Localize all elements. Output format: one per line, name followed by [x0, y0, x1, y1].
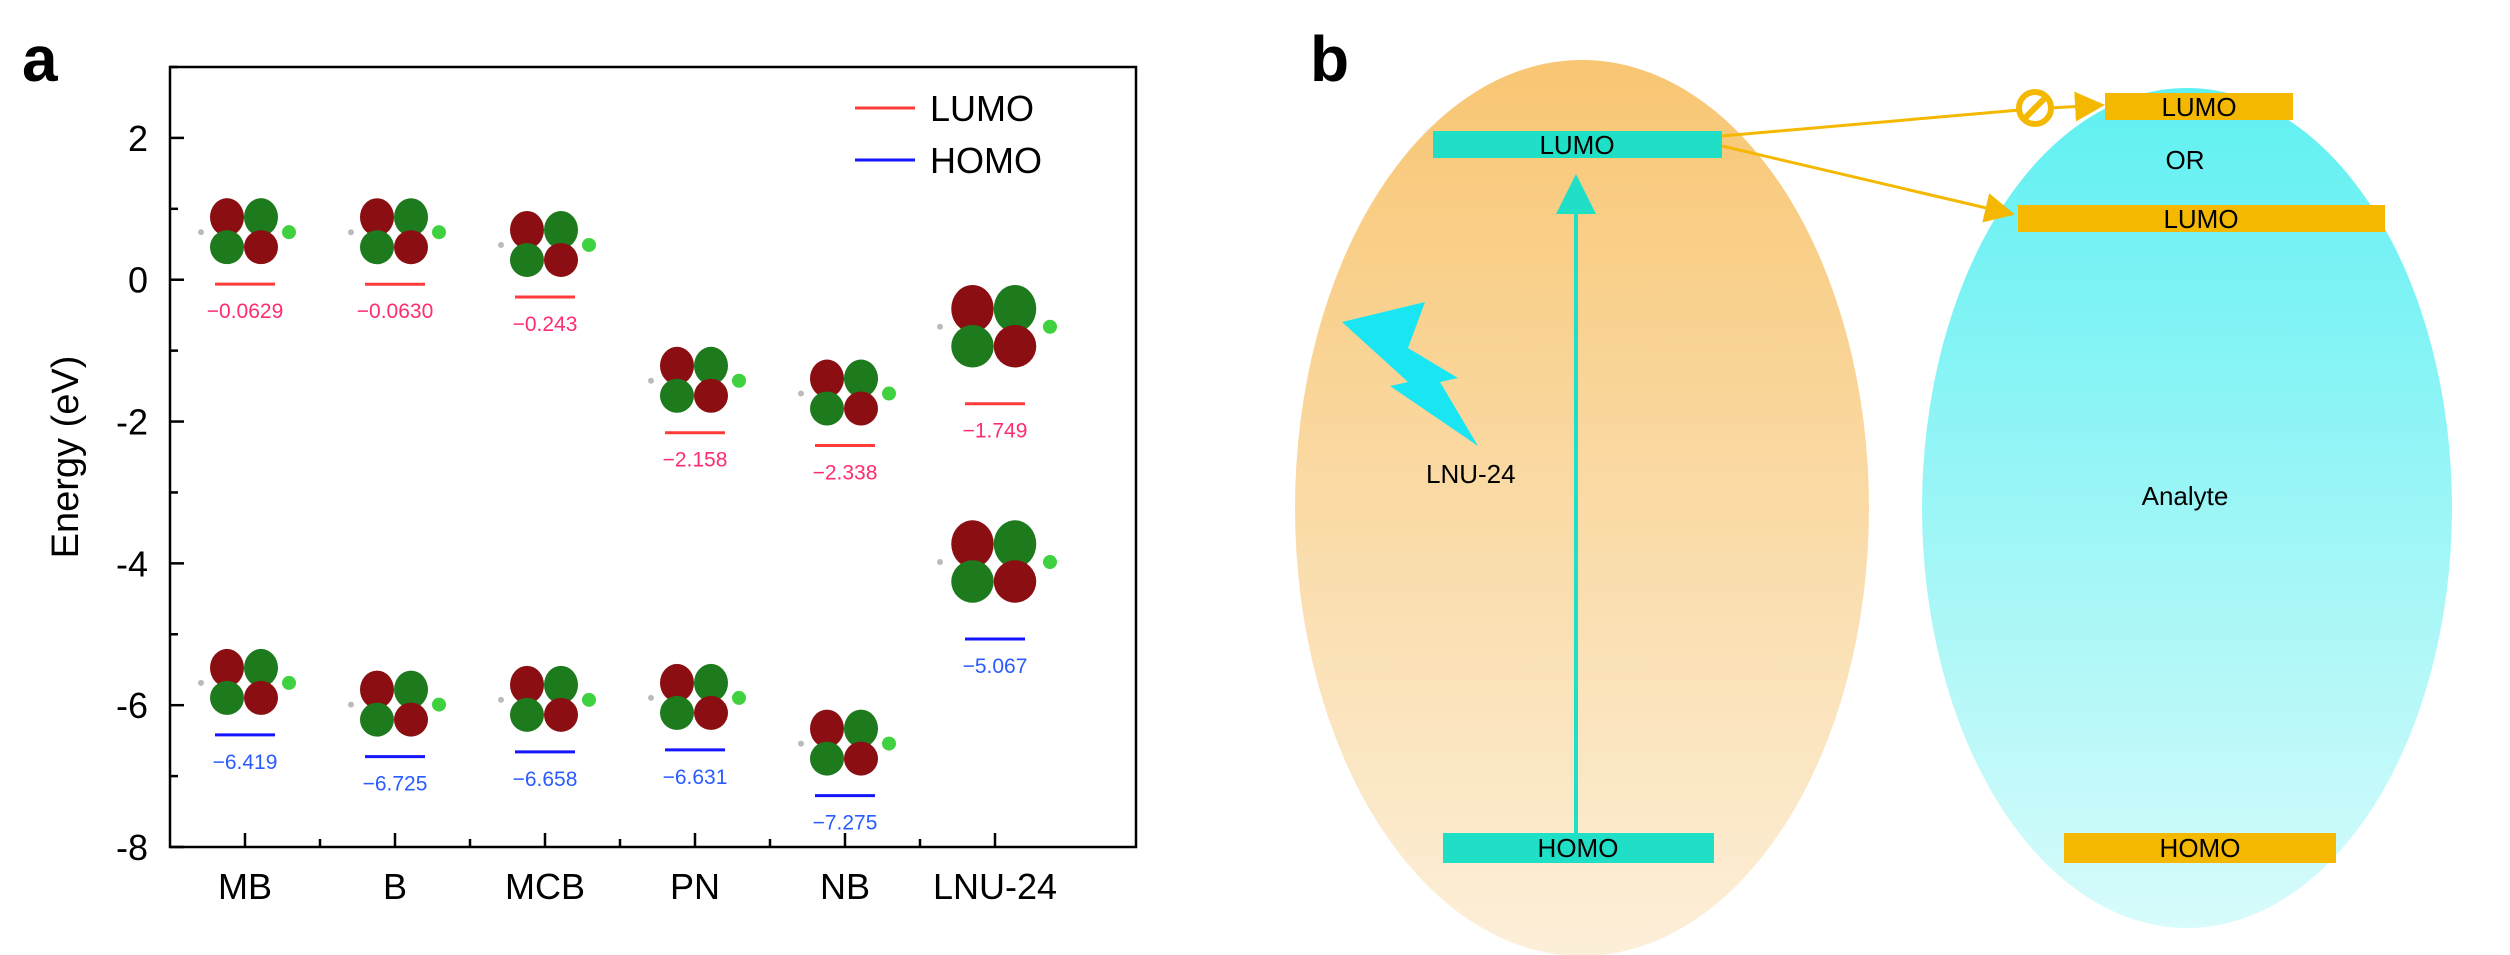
homo-value-label: −6.631 — [663, 766, 728, 789]
y-tick-label: -4 — [116, 543, 148, 584]
orbital-isosurface — [798, 709, 896, 776]
donor-homo-label: HOMO — [1538, 833, 1619, 863]
y-tick-label: -2 — [116, 402, 148, 443]
y-tick-label: -6 — [116, 685, 148, 726]
homo-value-label: −6.658 — [513, 768, 578, 791]
prohibited-icon — [2016, 89, 2054, 127]
analyte-lumo-lower-level — [2018, 205, 2385, 232]
x-tick-label: NB — [820, 866, 870, 907]
orbital-isosurface — [348, 670, 446, 737]
analyte-ellipse — [1922, 88, 2452, 928]
lumo-value-label: −0.243 — [513, 313, 578, 336]
y-tick-label: 0 — [128, 260, 148, 301]
panel-label-b: b — [1310, 23, 1350, 95]
analyte-lumo-upper-level — [2105, 93, 2293, 120]
x-tick-label: MB — [218, 866, 272, 907]
lumo-value-label: −0.0629 — [207, 300, 284, 323]
lumo-value-label: −2.338 — [813, 462, 878, 485]
donor-lumo-label: LUMO — [1539, 130, 1614, 160]
legend-homo-label: HOMO — [930, 140, 1042, 181]
x-tick-label: B — [383, 866, 407, 907]
blocked-transfer-arrowhead — [2049, 91, 2105, 122]
orbital-isosurface — [198, 198, 296, 265]
legend-lumo-label: LUMO — [930, 88, 1034, 129]
orbital-isosurface — [198, 648, 296, 715]
orbital-isosurface — [648, 346, 746, 413]
orbital-isosurface — [937, 520, 1057, 603]
analyte-homo-level — [2064, 833, 2336, 863]
y-tick-label: 2 — [128, 118, 148, 159]
donor-name-label: LNU-24 — [1426, 459, 1516, 489]
orbital-isosurface — [348, 198, 446, 265]
orbital-isosurface — [798, 359, 896, 426]
blocked-transfer-arrow — [1721, 108, 2021, 138]
allowed-transfer-arrow — [1721, 144, 2015, 223]
donor-lumo-level — [1433, 131, 1722, 158]
x-tick-label: LNU-24 — [933, 866, 1057, 907]
orbital-isosurface — [498, 210, 596, 277]
analyte-name-label: Analyte — [2142, 481, 2229, 511]
analyte-lumo-upper-label: LUMO — [2161, 92, 2236, 122]
energy-level-chart: 2 0 -2 -4 -6 -8 MB B MCB PN NB LNU-24 −0.0629 −0.06… — [45, 65, 1138, 907]
y-tick-label: -8 — [116, 827, 148, 868]
orbital-isosurface — [498, 665, 596, 732]
analyte-homo-label: HOMO — [2160, 833, 2241, 863]
panel-label-a: a — [22, 23, 58, 95]
donor-homo-level — [1443, 833, 1714, 863]
x-tick-label: PN — [670, 866, 720, 907]
electron-transfer-diagram: LUMO HOMO LNU-24 Analyte LUMO OR LUMO HO… — [1295, 60, 2452, 955]
analyte-lumo-lower-label: LUMO — [2163, 204, 2238, 234]
analyte-or-label: OR — [2166, 145, 2205, 175]
donor-ellipse — [1295, 60, 1869, 955]
orbital-isosurface — [937, 284, 1057, 368]
legend: LUMO HOMO — [855, 88, 1042, 181]
x-tick-label: MCB — [505, 866, 585, 907]
homo-value-label: −6.419 — [213, 751, 278, 774]
y-axis-label: Energy (eV) — [45, 356, 87, 559]
lightning-bolt-icon — [1342, 302, 1478, 446]
homo-value-label: −5.067 — [963, 655, 1028, 678]
lumo-value-label: −0.0630 — [357, 300, 434, 323]
orbital-isosurface — [648, 663, 746, 730]
lumo-value-label: −1.749 — [963, 420, 1028, 443]
lumo-value-label: −2.158 — [663, 449, 728, 472]
plot-frame — [168, 65, 1138, 849]
homo-value-label: −6.725 — [363, 773, 428, 796]
homo-value-label: −7.275 — [813, 812, 878, 835]
